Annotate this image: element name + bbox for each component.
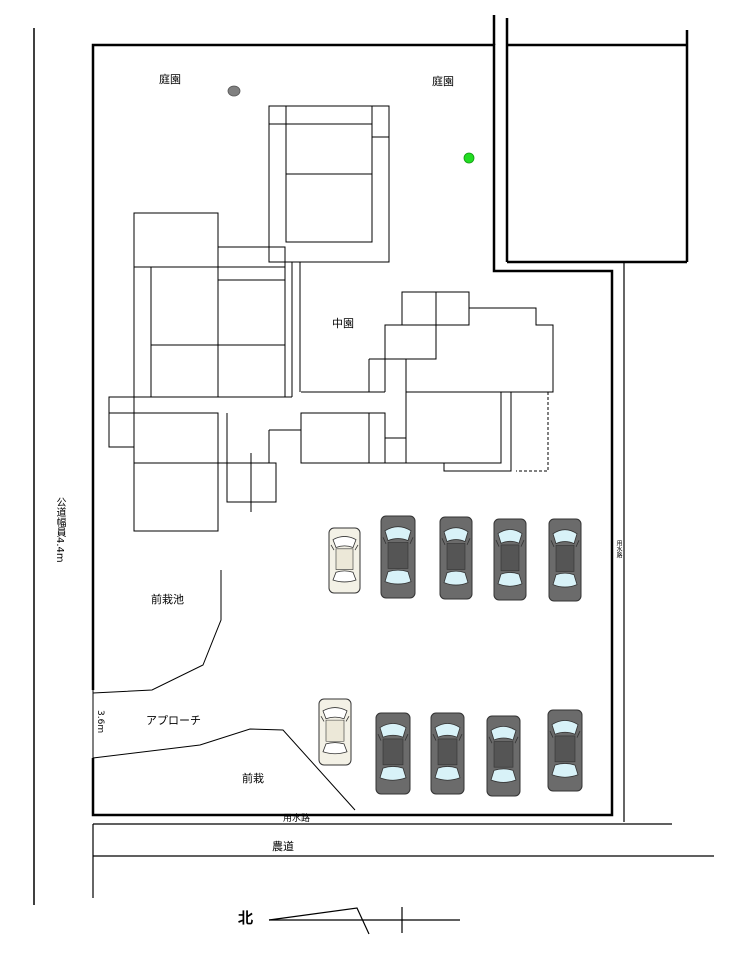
building-right-wing: [369, 292, 553, 471]
car-dark-bottom-2-icon: [431, 713, 464, 794]
label-courtyard: 中園: [332, 317, 354, 330]
car-dark-bottom-1-icon: [376, 713, 410, 794]
car-dark-top-2-icon: [440, 517, 472, 599]
tree-icon: [463, 152, 475, 164]
label-garden-right: 庭園: [432, 75, 454, 88]
car-dark-bottom-4-icon: [548, 710, 582, 791]
label-farm-road: 農道: [272, 840, 294, 853]
car-light-top-icon: [329, 528, 360, 593]
label-irrigation: 用水路: [283, 814, 311, 824]
car-dark-top-1-icon: [381, 516, 415, 598]
neighbor-lot: [494, 15, 687, 262]
site-boundary: [93, 45, 612, 815]
north-arrow: [269, 907, 460, 934]
label-approach-width: 3.6m: [95, 710, 105, 734]
building-main: [109, 213, 292, 531]
label-approach: アプローチ: [146, 714, 201, 727]
label-side-channel: 用水路: [615, 540, 622, 558]
car-dark-bottom-3-icon: [487, 716, 520, 796]
label-front-garden: 前栽: [242, 772, 264, 785]
pond-outline: [93, 570, 221, 693]
building-upper-wing: [269, 106, 389, 392]
car-dark-top-4-icon: [549, 519, 581, 601]
stone-icon: [227, 85, 241, 97]
label-front-pond: 前栽池: [151, 593, 184, 606]
car-dark-top-3-icon: [494, 519, 526, 600]
label-public-road: 公道幅員4.4m: [54, 497, 65, 563]
label-garden-left: 庭園: [159, 73, 181, 86]
approach-path: [93, 729, 355, 810]
building-middle-link: [227, 392, 406, 512]
farm-road: [93, 824, 714, 898]
car-light-bottom-icon: [319, 699, 351, 765]
label-north: 北: [238, 909, 254, 927]
parking-cars: [319, 516, 582, 796]
